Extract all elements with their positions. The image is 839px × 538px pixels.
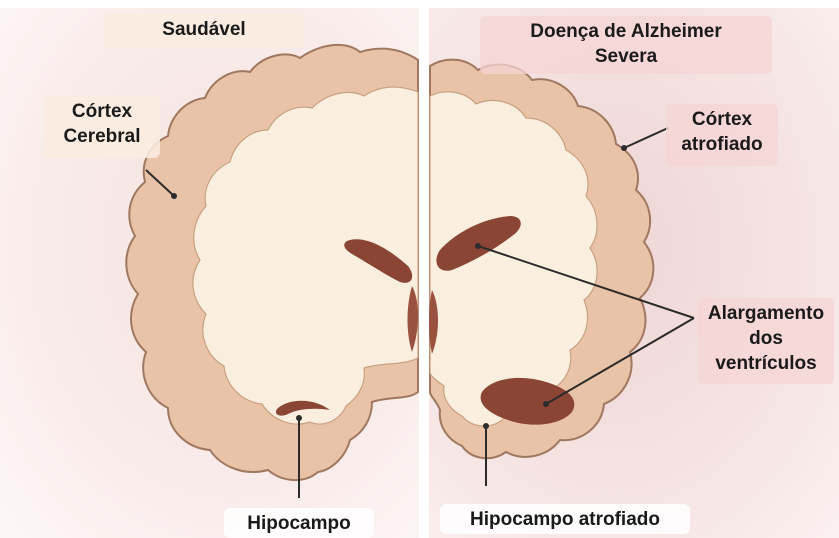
leader-cortex-atrophied xyxy=(624,128,668,148)
alzheimer-title: Doença de Alzheimer Severa xyxy=(480,16,772,74)
leader-dot xyxy=(296,415,302,421)
alzheimer-hemisphere xyxy=(429,60,653,459)
ventricles-enlargement-label: Alargamento dos ventrículos xyxy=(698,298,834,384)
cortex-cerebral-label: Córtex Cerebral xyxy=(44,96,160,158)
healthy-title: Saudável xyxy=(104,14,304,48)
leader-dot xyxy=(171,193,177,199)
leader-dot xyxy=(543,401,549,407)
leader-dot xyxy=(483,423,489,429)
hippocampus-atrophied-label: Hipocampo atrofiado xyxy=(440,504,690,534)
leader-dot xyxy=(621,145,627,151)
healthy-hemisphere xyxy=(126,45,418,480)
cortex-atrophied-label: Córtex atrofiado xyxy=(666,104,778,166)
hippocampus-label: Hipocampo xyxy=(224,508,374,538)
leader-dot xyxy=(475,243,481,249)
